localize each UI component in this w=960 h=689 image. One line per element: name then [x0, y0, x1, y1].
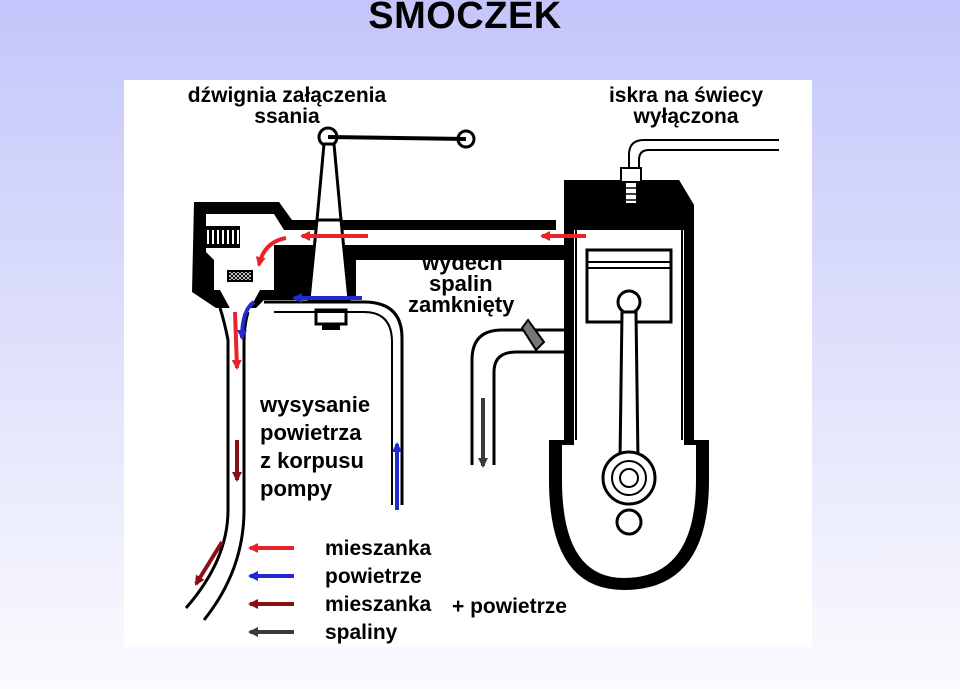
choke-spring — [204, 226, 254, 248]
flow-arrow-mix-air-curve — [194, 540, 224, 586]
exhaust-pipe-outer — [470, 328, 574, 465]
flow-arrow-mixture-down — [231, 311, 242, 370]
spark-wire-inner — [638, 149, 779, 170]
legend-label-exhaust: spaliny — [325, 621, 398, 644]
engine — [549, 180, 709, 590]
legend: mieszanka powietrze mieszanka + powietrz… — [248, 537, 567, 644]
exhaust-pipe-inner — [492, 350, 574, 465]
choke-lever — [307, 126, 476, 330]
air-tube-outer — [264, 300, 404, 505]
lever-label-line2: ssania — [254, 105, 320, 128]
legend-label-mixture: mieszanka — [325, 537, 432, 560]
slide-title: SMOCZEK — [368, 0, 562, 37]
flow-arrow-air-curve — [237, 300, 256, 340]
air-tube-inner — [274, 311, 393, 505]
intake-pipe-right — [202, 311, 250, 621]
engine-diagram: dźwignia załączenia ssania iskra na świe… — [184, 84, 779, 644]
spark-label-line2: wyłączona — [632, 105, 738, 128]
filter-mesh — [227, 270, 253, 282]
legend-label-mix-air: mieszanka — [325, 593, 432, 616]
suction-label-line3: z korpusu — [260, 448, 364, 473]
diagram-panel: dźwignia załączenia ssania iskra na świe… — [124, 80, 812, 647]
exhaust-label-line2: spalin — [429, 271, 493, 296]
legend-label-air: powietrze — [325, 565, 422, 588]
flow-arrow-mixture-curve — [255, 236, 287, 267]
suction-label-line4: pompy — [260, 476, 333, 501]
suction-label-line2: powietrza — [260, 420, 362, 445]
intake-pipe-left — [184, 307, 230, 609]
spark-plug — [620, 167, 642, 205]
spark-wire — [628, 139, 779, 170]
suction-label-line1: wysysanie — [259, 392, 370, 417]
exhaust-label-line3: zamknięty — [408, 292, 515, 317]
lever-label-line1: dźwignia załączenia — [188, 84, 387, 107]
exhaust-valve — [520, 318, 546, 352]
spark-label-line1: iskra na świecy — [609, 84, 763, 107]
legend-label-mix-air-suffix: + powietrze — [452, 595, 567, 618]
